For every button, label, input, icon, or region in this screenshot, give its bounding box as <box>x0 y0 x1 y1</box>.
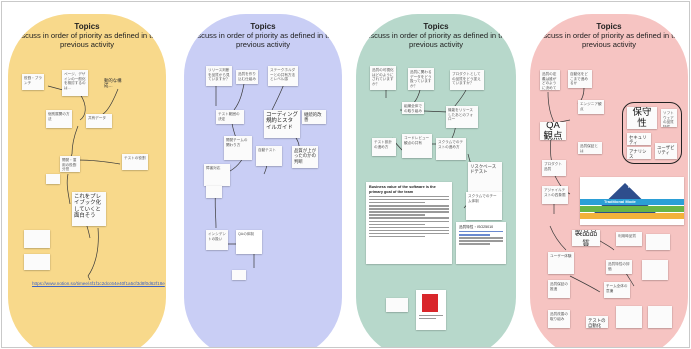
sticky-note[interactable] <box>46 174 60 184</box>
linked-doc[interactable]: 品質特性・ISO25010 <box>456 222 506 264</box>
sticky-note[interactable]: 個別展開の方法 <box>46 110 72 128</box>
panel-subtitle: Discuss in order of priority as defined … <box>14 31 160 49</box>
panel-subtitle: Discuss in order of priority as defined … <box>363 31 509 49</box>
sticky-note[interactable]: アジャイルテストの四象限 <box>542 186 568 204</box>
topics-panel-1[interactable]: Topics Discuss in order of priority as d… <box>8 14 166 347</box>
sticky-note[interactable]: 機能をリリースしたあとのフォロー <box>446 106 478 128</box>
sticky-note[interactable]: 品質の定義は誰がどのように決めていますか？ <box>540 70 560 90</box>
sticky-note[interactable]: 品質特性の評価 <box>606 260 632 274</box>
sticky-note[interactable] <box>386 298 408 312</box>
panel-title: Topics <box>74 22 100 31</box>
image-card[interactable] <box>416 290 446 330</box>
sticky-note[interactable] <box>24 254 50 270</box>
sticky-note[interactable]: 品質に関わるデータをどう扱っていますか？ <box>408 68 434 90</box>
maintainability-group[interactable]: 保守性 ソフトウェアの品質特性 セキュリティ アナリシス ユーザビリティ <box>622 102 682 164</box>
notion-link[interactable]: https://www.notion.so/timee/4f1f1c2dcc64… <box>32 281 165 286</box>
sticky-note[interactable] <box>648 306 672 328</box>
sticky-note[interactable]: チーム全体の意識 <box>604 282 630 298</box>
sticky-note[interactable]: 保守性 <box>627 107 657 129</box>
sticky-note[interactable]: ユーザー体験 <box>548 252 574 274</box>
sticky-note[interactable]: テストの自動化 <box>586 316 608 328</box>
sticky-note[interactable]: 共有データ <box>86 114 112 128</box>
panel-subtitle: Discuss in order of priority as defined … <box>190 31 336 49</box>
sticky-note[interactable]: リリース判断を品質から見ていますか？ <box>206 66 232 86</box>
sticky-note[interactable]: コーディング規約とスタイルガイド <box>264 110 300 138</box>
sticky-note[interactable] <box>616 306 642 328</box>
sticky-note[interactable]: QAの体制 <box>236 230 262 254</box>
sticky-note[interactable]: ソフトウェアの品質特性 <box>661 109 677 127</box>
sticky-note[interactable]: 自動テスト <box>256 146 282 166</box>
topics-panel-4[interactable]: Topics Discuss in order of priority as d… <box>530 14 688 347</box>
sticky-note[interactable]: テストの役割 <box>122 154 148 170</box>
diagram-band <box>580 206 684 212</box>
sticky-note[interactable]: 品質を作り込む仕組み <box>236 70 258 84</box>
sticky-note[interactable] <box>646 234 670 250</box>
sticky-note[interactable]: 品質の可視化はどのようにされていますか？ <box>370 66 396 90</box>
sticky-note[interactable]: プロダクト品質 <box>542 160 566 176</box>
sticky-note[interactable]: スクラムでのチーム体制 <box>466 192 502 220</box>
sticky-note[interactable]: リスクベースドテスト <box>468 162 502 192</box>
sticky-note[interactable]: ページ、デザインの一般化を検討するのは… <box>62 70 88 96</box>
sticky-note[interactable]: 品質保証とは <box>578 142 602 154</box>
sticky-note[interactable] <box>206 186 222 198</box>
topics-panel-2[interactable]: Topics Discuss in order of priority as d… <box>184 14 342 347</box>
article-lead: Business value of the software is the pr… <box>369 185 436 194</box>
sticky-note[interactable] <box>24 230 50 248</box>
sticky-note-product[interactable]: 製品品質 <box>572 230 600 246</box>
sticky-note[interactable]: 継続的改善 <box>302 110 326 124</box>
modes-diagram[interactable]: Nonlinear Mode Traditional Mode <box>580 177 684 225</box>
sticky-note[interactable]: 品質が上がったのかの判断 <box>292 146 318 168</box>
sticky-note[interactable]: 役割・ブランチ <box>22 74 44 90</box>
sticky-note[interactable]: 利用時品質 <box>616 232 642 246</box>
topics-panel-3[interactable]: Topics Discuss in order of priority as d… <box>356 14 516 347</box>
sticky-note[interactable]: プロダクトとしての品質をどう捉えていますか？ <box>450 70 484 90</box>
sticky-note[interactable]: これをプレイブック化していくと面白そう <box>72 192 106 226</box>
article-card[interactable]: Business value of the software is the pr… <box>366 182 452 264</box>
sticky-note[interactable] <box>232 270 246 280</box>
doc-caption: 品質特性・ISO25010 <box>459 225 494 229</box>
red-image <box>422 294 438 312</box>
panel-title: Topics <box>596 22 622 31</box>
text-label[interactable]: 動的な構成… <box>104 78 122 89</box>
sticky-note[interactable]: ユーザビリティ <box>655 143 677 159</box>
sticky-note[interactable]: セキュリティ <box>627 133 651 145</box>
sticky-note[interactable]: 開発チームの関わり方 <box>224 136 252 160</box>
mode-label: Nonlinear Mode <box>628 184 659 189</box>
sticky-note[interactable]: スクラムでのテストの進め方 <box>436 138 466 160</box>
sticky-note[interactable]: 自動化をどこまで進めるか <box>568 70 592 88</box>
sticky-note[interactable]: 品質改善の取り組み <box>548 310 570 328</box>
sticky-note[interactable]: アナリシス <box>627 147 651 159</box>
connector-lines <box>47 85 121 281</box>
sticky-note[interactable]: 障害対応 <box>204 164 230 186</box>
sticky-note[interactable]: コードレビュー観点の共有 <box>402 134 432 158</box>
panel-title: Topics <box>250 22 276 31</box>
sticky-note[interactable] <box>642 260 668 280</box>
sticky-note[interactable]: 品質保証の推進 <box>548 280 570 298</box>
diagram-band <box>580 199 684 205</box>
sticky-note[interactable]: インシデントの扱い <box>206 230 228 250</box>
sticky-note-qa[interactable]: QA観点 <box>540 122 566 140</box>
diagram-band <box>580 213 684 219</box>
panel-subtitle: Discuss in order of priority as defined … <box>536 31 682 49</box>
sticky-note[interactable]: テスト設計の進め方 <box>372 138 396 156</box>
sticky-note[interactable]: 開発・運用の役割分担 <box>60 156 80 172</box>
mode-label: Traditional Mode <box>604 199 636 204</box>
sticky-note[interactable]: エンジニア観点 <box>578 100 604 114</box>
sticky-note[interactable]: ステークホルダーとの共有方法とレベル感 <box>268 66 298 86</box>
sticky-note[interactable]: 組織全体での取り組み <box>402 102 424 114</box>
sticky-note[interactable]: テスト範囲の決定 <box>216 110 244 124</box>
panel-title: Topics <box>423 22 449 31</box>
